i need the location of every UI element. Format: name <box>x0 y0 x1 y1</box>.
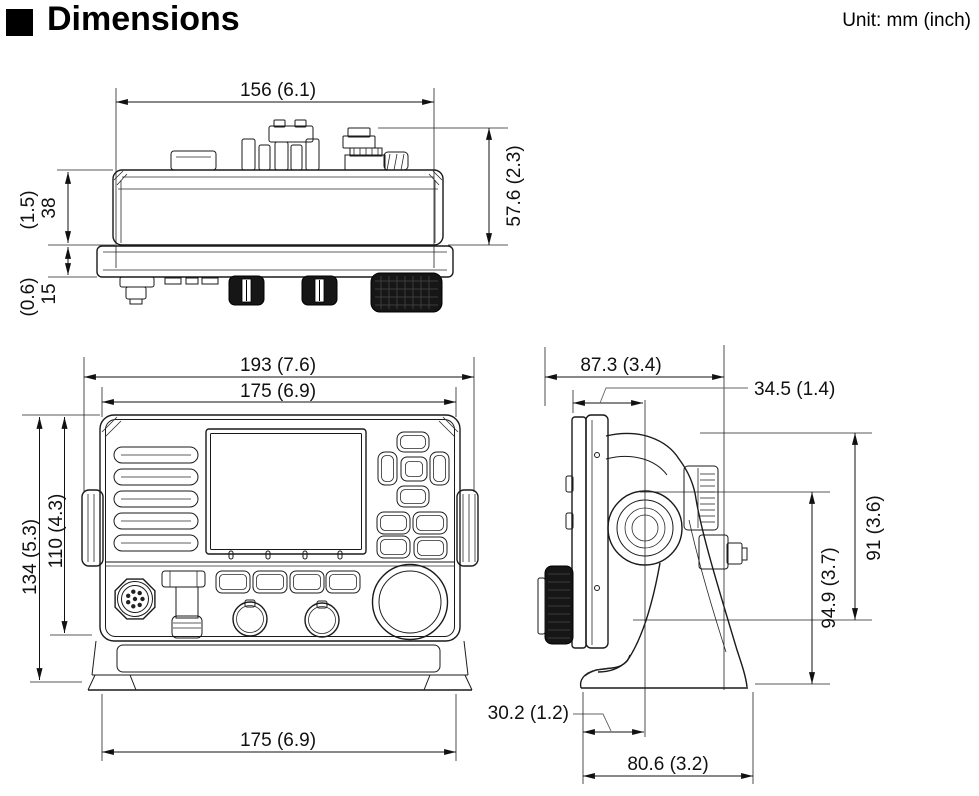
top-view-front-knobs <box>119 272 443 313</box>
dim-side-face-to-knob: 34.5 (1.4) <box>754 379 835 400</box>
dim-side-mount-height: 94.9 (3.7) <box>819 547 840 628</box>
dim-side-base-depth: 80.6 (3.2) <box>627 754 708 775</box>
mic-connector <box>114 578 156 620</box>
keypad-buttons <box>376 431 450 560</box>
page-title: Dimensions <box>47 0 240 38</box>
page-header: Dimensions Unit: mm (inch) <box>0 0 979 48</box>
side-knob-dark <box>544 565 574 645</box>
side-view-dimensions: 87.3 (3.4) 34.5 (1.4) 91 (3.6) 94.9 (3.7… <box>488 345 885 784</box>
side-view: 87.3 (3.4) 34.5 (1.4) 91 (3.6) 94.9 (3.7… <box>488 345 885 784</box>
top-view-bezel <box>96 245 454 278</box>
top-view: 156 (6.1) 57.6 (2.3) 38 (1.5) 15 (0.6) <box>18 80 525 317</box>
dim-front-bottom-width: 175 (6.9) <box>240 730 316 751</box>
speaker-grille <box>113 446 199 552</box>
small-knob-right <box>304 600 340 638</box>
dim-top-body-height-mm: 38 <box>39 197 60 218</box>
lcd-screen <box>205 428 367 555</box>
channel-lever <box>161 570 206 639</box>
small-knob-left <box>232 599 268 637</box>
big-knob <box>371 563 449 641</box>
bracket-knob-right <box>456 489 479 567</box>
dim-front-overall-height: 134 (5.3) <box>20 519 41 595</box>
dim-side-overall-depth: 87.3 (3.4) <box>580 355 661 376</box>
side-radio-body <box>537 414 609 649</box>
section-bullet-icon <box>6 9 33 36</box>
dim-top-body-height-in: (1.5) <box>18 190 39 229</box>
top-view-knob-big <box>370 272 443 313</box>
dim-top-connector-height: 57.6 (2.3) <box>504 145 525 226</box>
dim-side-base-front-offset: 30.2 (1.2) <box>488 703 569 724</box>
side-rear-connector <box>683 465 748 570</box>
unit-note: Unit: mm (inch) <box>842 10 971 31</box>
dim-top-panel-height-in: (0.6) <box>18 277 39 316</box>
bracket-base <box>87 640 473 691</box>
rear-connectors <box>170 119 409 171</box>
front-panel-body <box>99 414 461 642</box>
dim-front-overall-width: 193 (7.6) <box>240 355 316 376</box>
dim-front-panel-height: 110 (4.3) <box>46 494 67 569</box>
dim-side-upper-height: 91 (3.6) <box>864 495 885 560</box>
front-view-dimensions: 193 (7.6) 175 (6.9) 134 (5.3) 110 (4.3) … <box>20 355 475 761</box>
top-view-body <box>112 169 444 246</box>
dim-front-panel-width: 175 (6.9) <box>240 381 316 402</box>
function-buttons <box>215 570 361 594</box>
dim-top-panel-height-mm: 15 <box>39 283 60 304</box>
top-view-dimensions: 156 (6.1) 57.6 (2.3) 38 (1.5) 15 (0.6) <box>18 80 525 317</box>
side-bracket <box>579 432 748 689</box>
bracket-knob-left <box>81 489 104 567</box>
dim-top-width: 156 (6.1) <box>240 80 316 101</box>
front-view: 193 (7.6) 175 (6.9) 134 (5.3) 110 (4.3) … <box>20 355 479 761</box>
softkey-marks <box>228 550 343 560</box>
